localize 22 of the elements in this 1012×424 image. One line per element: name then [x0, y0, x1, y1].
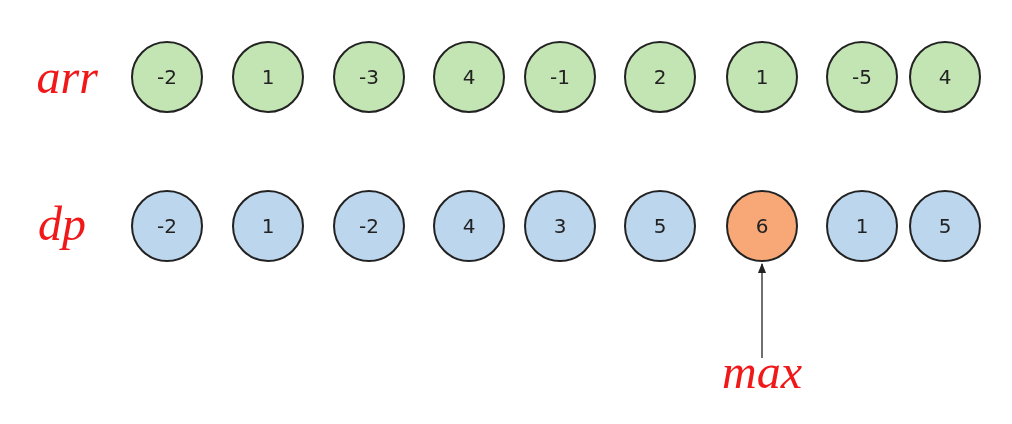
value-circle: 1 [726, 41, 798, 113]
value-circle: 4 [433, 190, 505, 262]
value-circle: 3 [524, 190, 596, 262]
value-circle: 5 [909, 190, 981, 262]
value-circle: -2 [333, 190, 405, 262]
value-circle: 1 [232, 190, 304, 262]
value-circle: 5 [624, 190, 696, 262]
value-circle: -3 [333, 41, 405, 113]
value-circle: -2 [131, 190, 203, 262]
value-circle: 1 [826, 190, 898, 262]
value-circle: 2 [624, 41, 696, 113]
value-circle: -5 [826, 41, 898, 113]
value-circle: 1 [232, 41, 304, 113]
value-circle: 4 [433, 41, 505, 113]
pointer-label: max [722, 348, 802, 396]
value-circle: 6 [726, 190, 798, 262]
row-label: dp [38, 200, 86, 248]
arrow [757, 262, 767, 359]
value-circle: 4 [909, 41, 981, 113]
value-circle: -1 [524, 41, 596, 113]
value-circle: -2 [131, 41, 203, 113]
row-label: arr [36, 53, 98, 101]
